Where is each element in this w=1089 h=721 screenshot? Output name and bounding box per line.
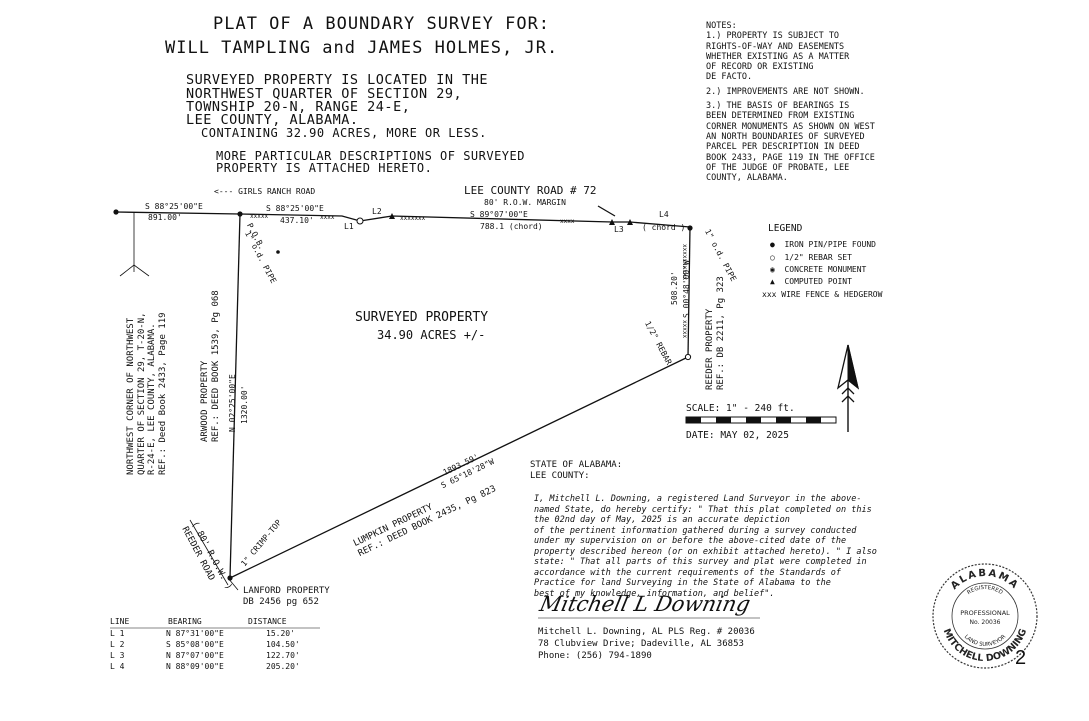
svg-text:xxxx: xxxx xyxy=(320,214,335,221)
svg-text:xxxxx: xxxxx xyxy=(250,213,268,220)
page-number: 2 xyxy=(1015,647,1027,669)
legend-item-iron-pin: ● IRON PIN/PIPE FOUND xyxy=(770,240,876,249)
north2-bearing: S 89°07'00"E xyxy=(470,210,528,219)
surveyor-contact: Mitchell L. Downing, AL PLS Reg. # 20036… xyxy=(538,626,755,662)
north-arrow-icon xyxy=(836,344,860,432)
fence-symbol: xxx xyxy=(762,290,777,299)
nw-segment-distance: 891.00' xyxy=(148,213,182,222)
surveyed-property-label: SURVEYED PROPERTY xyxy=(355,310,489,325)
rebar-marker xyxy=(684,353,692,361)
rebar-marker xyxy=(356,217,364,225)
certification-text: I, Mitchell L. Downing, a registered Lan… xyxy=(534,494,877,599)
computed-point-marker xyxy=(389,213,395,219)
row-margin-label: 80' R.O.W. MARGIN xyxy=(484,198,566,207)
iron-pin-marker xyxy=(237,211,243,217)
plat-title-line2: WILL TAMPLING and JAMES HOLMES, JR. xyxy=(165,38,559,58)
scale-bar xyxy=(685,416,837,424)
monument-icon: ◉ xyxy=(770,265,775,274)
north1-distance: 437.10' xyxy=(280,216,314,225)
survey-date: DATE: MAY 02, 2025 xyxy=(686,430,789,441)
svg-text:xxxxx: xxxxx xyxy=(681,320,688,338)
surveyor-address: 78 Clubview Drive; Dadeville, AL 36853 xyxy=(538,639,744,649)
legend-item-concrete-monument: ◉ CONCRETE MONUMENT xyxy=(770,265,867,274)
filled-dot-icon: ● xyxy=(770,240,775,249)
open-dot-icon: ○ xyxy=(770,253,775,262)
east-bearing: S 00°48'00"W xyxy=(682,260,691,318)
state-label: STATE OF ALABAMA: xyxy=(530,460,623,470)
jurisdiction-block: STATE OF ALABAMA: LEE COUNTY: xyxy=(530,460,622,482)
iron-pin-marker xyxy=(113,209,119,215)
nw-segment-bearing: S 88°25'00"E xyxy=(145,202,203,211)
surveyor-seal: ALABAMA MITCHELL DOWNING REGISTERED LAND… xyxy=(932,563,1038,669)
west-distance: 1320.00' xyxy=(240,385,249,424)
legend-item-fence: xxx WIRE FENCE & HEDGEROW xyxy=(762,290,883,299)
legend-heading: LEGEND xyxy=(768,223,803,234)
iron-pin-marker xyxy=(276,250,280,254)
east-distance: 508.20' xyxy=(670,271,679,305)
north1-bearing: S 88°25'00"E xyxy=(266,204,324,213)
line-call-l2: L2 xyxy=(372,207,382,216)
computed-point-marker xyxy=(609,219,615,225)
west-bearing: N 02°25'00"E xyxy=(228,374,237,432)
seal-registered: REGISTERED xyxy=(966,585,1003,596)
reeder-property-label: REEDER PROPERTY REF.: DB 2211, Pg 323 xyxy=(705,276,726,390)
lee-county-road-label: LEE COUNTY ROAD # 72 xyxy=(464,184,597,197)
surveyor-name: Mitchell L. Downing, AL PLS Reg. # 20036 xyxy=(538,627,755,637)
arwood-property-label: ARWOOD PROPERTY REF.: DEED BOOK 1539, Pg… xyxy=(200,290,221,442)
nw-corner-description: NORTHWEST CORNER OF NORTHWEST QUARTER OF… xyxy=(126,312,168,475)
seal-number: No. 20036 xyxy=(970,619,1001,626)
east-boundary-line xyxy=(687,226,691,358)
location-line: NORTHWEST QUARTER OF SECTION 29, xyxy=(186,86,463,102)
west-boundary-line xyxy=(229,213,241,579)
notes-block: NOTES: 1.) PROPERTY IS SUBJECT TO RIGHTS… xyxy=(706,21,875,184)
legend-item-rebar: ○ 1/2" REBAR SET xyxy=(770,253,852,262)
line-call-l3: L3 xyxy=(614,225,624,234)
surveyor-phone: Phone: (256) 794-1890 xyxy=(538,651,652,661)
svg-text:LAND SURVEYOR: LAND SURVEYOR xyxy=(963,634,1007,648)
lanford-property-label: LANFORD PROPERTY DB 2456 pg 652 xyxy=(243,586,330,607)
county-label: LEE COUNTY: xyxy=(530,471,590,481)
plat-title-line1: PLAT OF A BOUNDARY SURVEY FOR: xyxy=(213,14,551,34)
north-boundary-line xyxy=(115,211,691,228)
girls-ranch-road-label: <--- GIRLS RANCH ROAD xyxy=(214,187,316,196)
location-line: TOWNSHIP 20-N, RANGE 24-E, xyxy=(186,99,411,115)
scale-label: SCALE: 1" - 240 ft. xyxy=(686,403,795,414)
legend-item-computed-point: ▲ COMPUTED POINT xyxy=(770,277,852,286)
seal-professional: PROFESSIONAL xyxy=(960,609,1010,617)
iron-pin-marker xyxy=(687,225,693,231)
computed-point-marker xyxy=(627,219,633,225)
seal-land-surveyor: LAND SURVEYOR xyxy=(963,634,1007,648)
triangle-icon: ▲ xyxy=(770,277,775,286)
fence-marks: xxxxx xxxx xxxxxxx xxxx xxxxxxxxxx xxxxx xyxy=(250,213,688,338)
notes-heading: NOTES: xyxy=(706,21,737,31)
north2-distance: 788.1 (chord) xyxy=(480,222,543,231)
south-boundary-line xyxy=(229,356,689,579)
row-margin-leader xyxy=(597,205,616,217)
svg-text:xxxx: xxxx xyxy=(560,218,575,225)
description-note-line1: MORE PARTICULAR DESCRIPTIONS OF SURVEYED xyxy=(216,149,525,163)
acreage-statement: CONTAINING 32.90 ACRES, MORE OR LESS. xyxy=(201,126,487,140)
svg-text:xxxxxxx: xxxxxxx xyxy=(400,215,426,222)
svg-text:REGISTERED: REGISTERED xyxy=(966,585,1003,596)
surveyor-signature: Mitchell L Downing xyxy=(537,592,753,616)
line-call-l1: L1 xyxy=(344,222,354,231)
svg-text:xxxxxxxxxx: xxxxxxxxxx xyxy=(681,244,688,281)
line-call-l4: L4 xyxy=(659,210,669,219)
l4-chord-label: ( chord ) xyxy=(642,223,686,232)
location-line: LEE COUNTY, ALABAMA. xyxy=(186,112,359,128)
iron-pin-marker xyxy=(227,575,233,581)
description-note-line2: PROPERTY IS ATTACHED HERETO. xyxy=(216,161,433,175)
location-line: SURVEYED PROPERTY IS LOCATED IN THE xyxy=(186,72,488,88)
acreage-label: 34.90 ACRES +/- xyxy=(377,328,486,342)
